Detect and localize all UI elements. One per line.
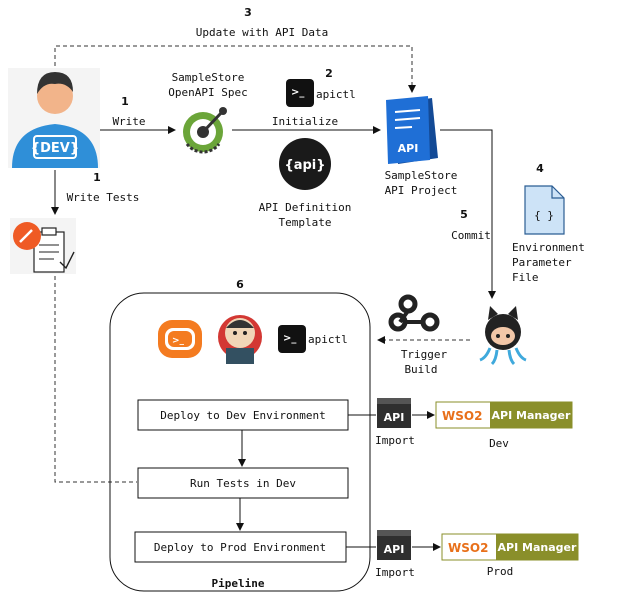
import-api-text-dev: API [384,411,405,424]
step-4-number: 4 [536,162,544,175]
terminal-prompt-pipeline: >_ [283,333,296,344]
pipeline-label: Pipeline [212,577,265,590]
deploy-prod-label: Deploy to Prod Environment [154,541,326,554]
api-template-label-1: API Definition [259,201,352,214]
wso2-api-manager-dev: WSO2 API Manager [435,401,573,429]
env-param-label-3: File [512,271,539,284]
step-2-number: 2 [325,67,333,80]
apictl-top-label: apictl [316,88,356,101]
github-icon [479,306,527,366]
write-tests-label: Write Tests [67,191,140,204]
api-manager-text-prod: API Manager [498,541,577,554]
terminal-prompt-top: >_ [291,87,304,98]
webhook-icon [388,294,440,332]
step-3-number: 3 [244,6,252,19]
openapi-spec-label-2: OpenAPI Spec [168,86,247,99]
env-param-label-2: Parameter [512,256,572,269]
import-api-text-prod: API [384,543,405,556]
update-label: Update with API Data [196,26,328,39]
commit-label: Commit [451,229,491,242]
terminal-icon-pipeline: >_ [278,325,306,353]
robot-prompt: >_ [172,336,185,346]
apictl-pipeline-label: apictl [308,333,348,346]
api-project-icon: API [386,96,438,164]
env-file-icon-text: { } [534,209,554,222]
api-manager-text-dev: API Manager [492,409,571,422]
tests-dashed-line [54,276,137,483]
api-project-badge: API [398,142,419,155]
import-api-icon-prod: API [377,530,411,560]
dev-badge-text: {DEV} [31,141,79,156]
trigger-label-2: Build [404,363,437,376]
project-label-2: API Project [385,184,458,197]
run-tests-box [137,467,349,499]
developer-icon: {DEV} [8,68,100,168]
api-template-icon: {api} [279,138,331,190]
env-param-label-1: Environment [512,241,585,254]
initialize-label: Initialize [272,115,338,128]
pipeline-container [109,292,371,592]
wso2-logo-dev: WSO2 [442,409,482,423]
import-prod-label: Import [375,566,415,579]
api-template-icon-text: {api} [284,158,325,173]
openapi-spec-label-1: SampleStore [172,71,245,84]
commit-arrow [440,129,496,299]
prod-env-label: Prod [487,565,514,578]
openapi-spec-icon [183,107,227,154]
trigger-label-1: Trigger [401,348,448,361]
step-6-number: 6 [236,278,244,291]
wso2-api-manager-prod: WSO2 API Manager [441,533,579,561]
import-dev-label: Import [375,434,415,447]
postman-tests-icon [10,218,76,274]
project-label-1: SampleStore [385,169,458,182]
wso2-logo-prod: WSO2 [448,541,488,555]
update-dashed-line [54,45,416,93]
step-1-write-number: 1 [121,95,129,108]
jenkins-icon [218,315,262,364]
step-5-number: 5 [460,208,468,221]
import-api-icon-dev: API [377,398,411,428]
env-file-icon: { } [524,185,565,235]
deploy-dev-label: Deploy to Dev Environment [160,409,326,422]
deploy-prod-box [134,531,347,563]
deploy-dev-box [137,399,349,431]
dev-env-label: Dev [489,437,509,450]
terminal-icon-top: >_ [286,79,314,107]
automation-robot-icon: >_ [158,320,202,358]
step-1-tests-number: 1 [93,171,101,184]
api-template-label-2: Template [279,216,332,229]
write-label: Write [112,115,145,128]
run-tests-label: Run Tests in Dev [190,477,296,490]
